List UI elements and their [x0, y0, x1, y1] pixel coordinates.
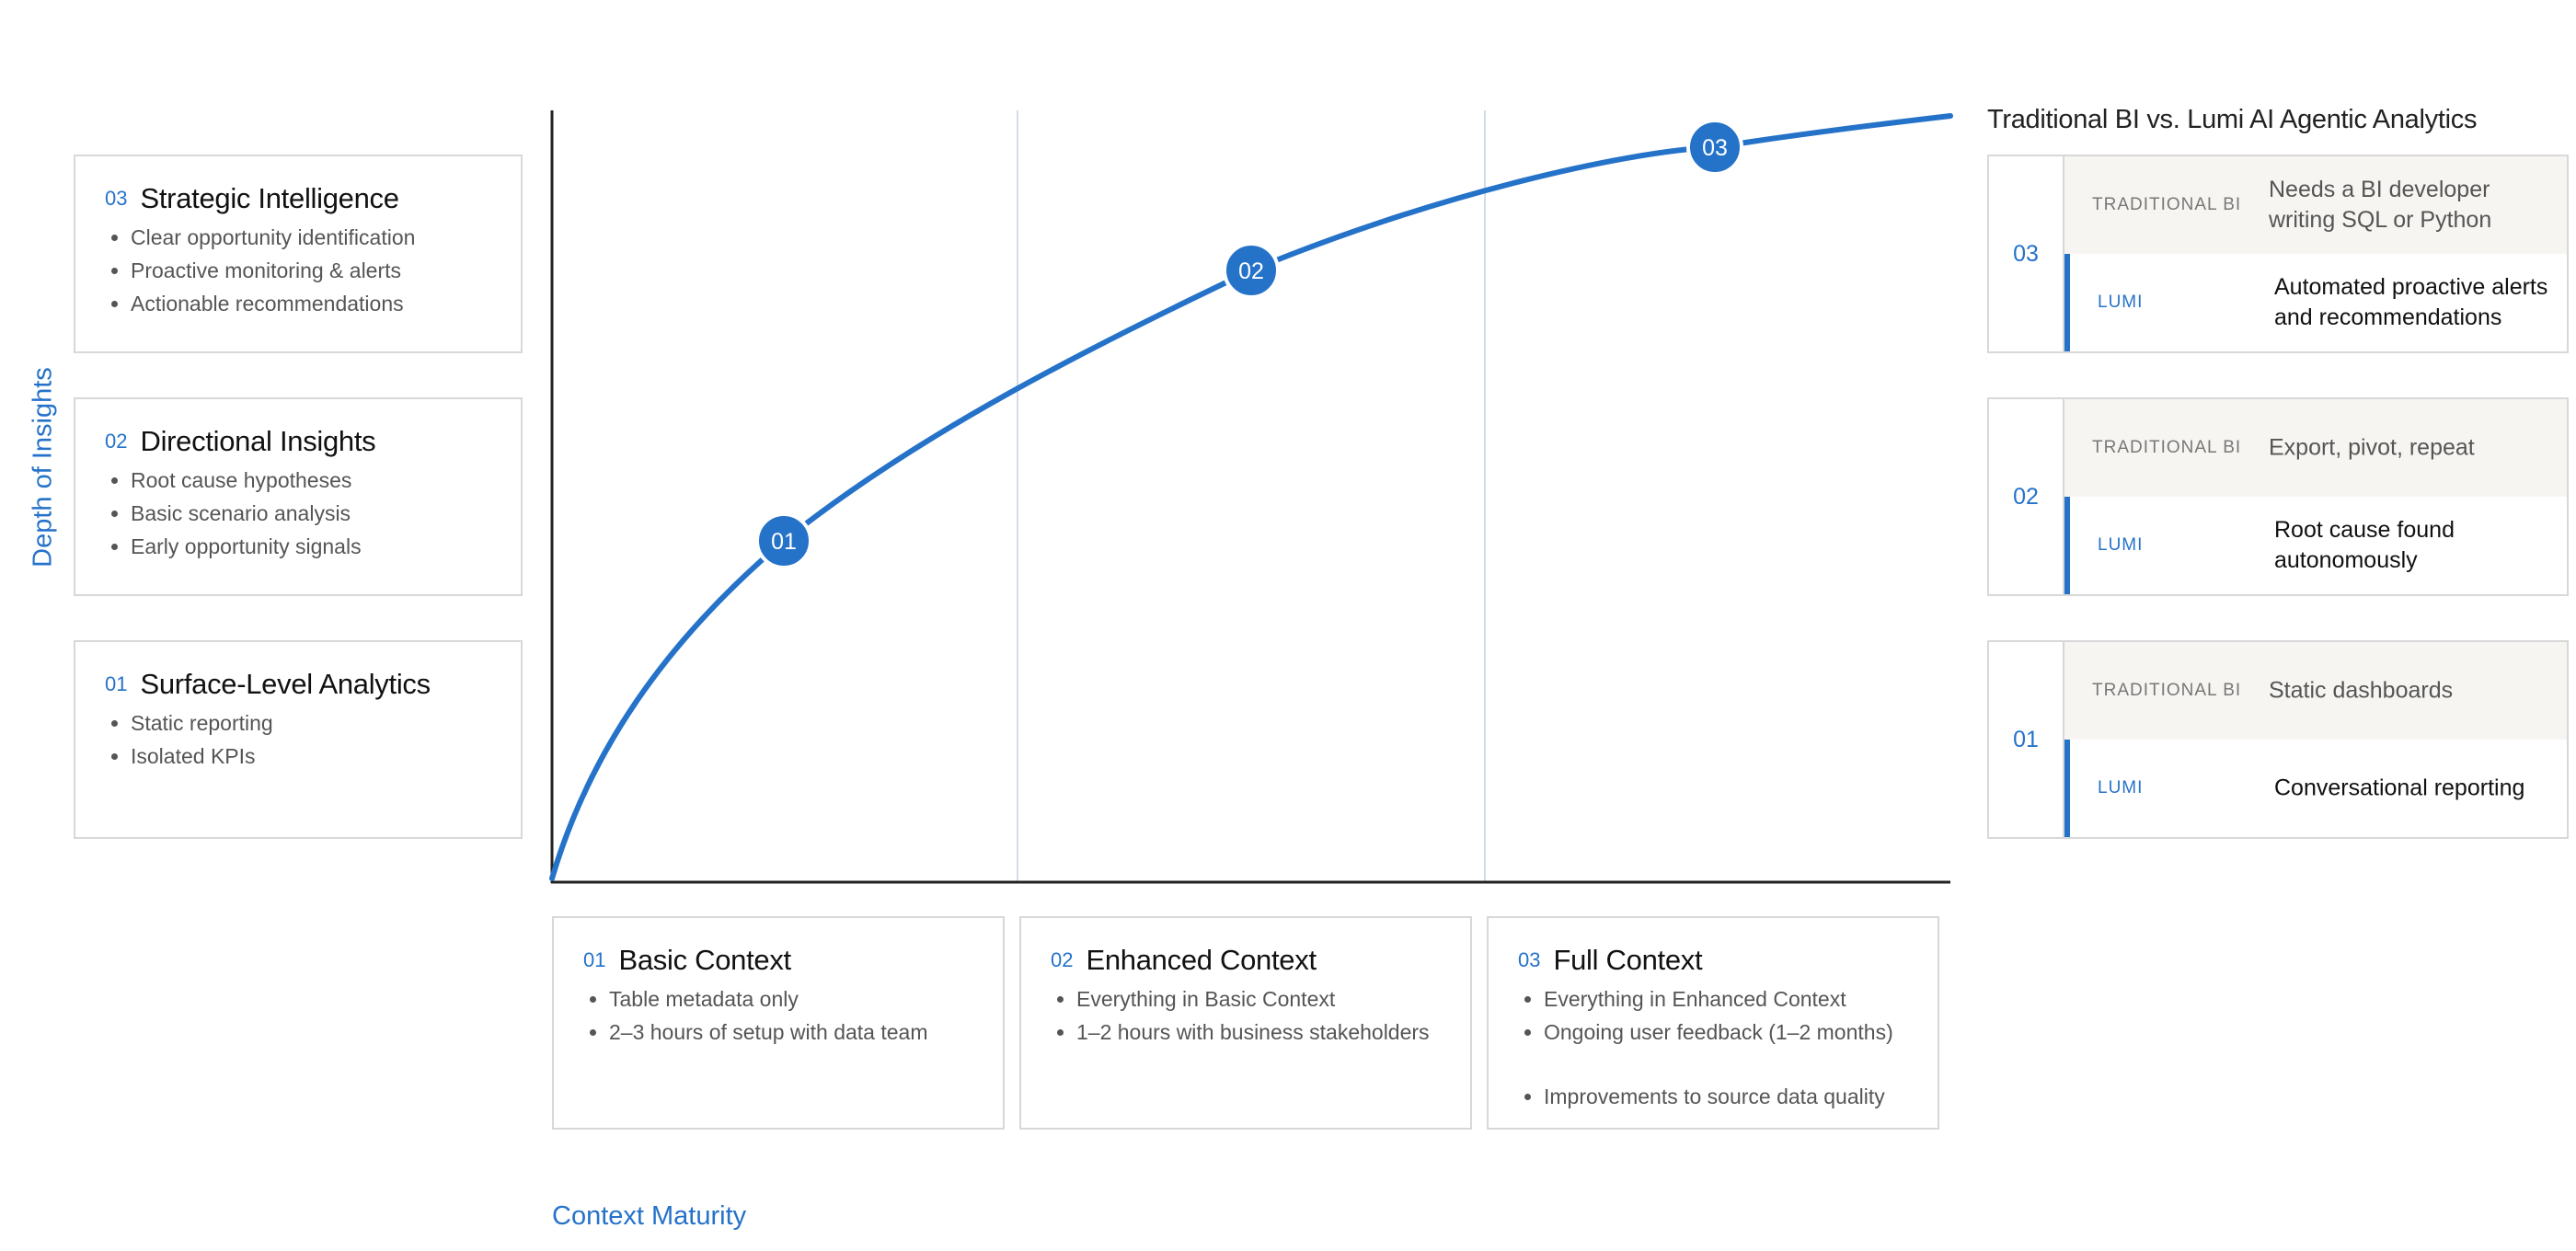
lumi-tag: LUMI: [2098, 293, 2144, 312]
comparison-row-03: 03 TRADITIONAL BI Needs a BI developer w…: [1987, 155, 2569, 353]
insight-bullet: Early opportunity signals: [131, 530, 362, 563]
curve-marker-02: 02: [1223, 242, 1280, 299]
curve-marker-01: 01: [755, 512, 812, 569]
lumi-row: LUMI Automated proactive alerts and reco…: [2064, 254, 2567, 351]
curve-marker-03: 03: [1686, 119, 1743, 176]
insight-bullet: Proactive monitoring & alerts: [131, 254, 415, 287]
context-bullet: 2–3 hours of setup with data team: [609, 1016, 928, 1049]
context-card-full: 03 Full Context Everything in Enhanced Co…: [1487, 916, 1939, 1130]
insight-level-number: 01: [105, 672, 128, 695]
insight-bullet: Clear opportunity identification: [131, 221, 415, 254]
context-level-title: Enhanced Context: [1086, 944, 1317, 976]
context-level-number: 02: [1051, 948, 1074, 971]
insight-level-title: Strategic Intelligence: [140, 182, 399, 214]
comparison-title: Traditional BI vs. Lumi AI Agentic Analy…: [1987, 105, 2478, 134]
insight-bullet: Isolated KPIs: [131, 740, 273, 773]
insight-bullet: Root cause hypotheses: [131, 464, 362, 497]
context-card-enhanced: 02 Enhanced Context Everything in Basic C…: [1019, 916, 1472, 1130]
lumi-tag: LUMI: [2098, 778, 2144, 798]
lumi-accent-bar: [2064, 254, 2070, 351]
x-axis-label: Context Maturity: [552, 1201, 747, 1231]
comparison-level-number: 03: [1989, 156, 2064, 351]
context-bullet: Ongoing user feedback (1–2 months): [1544, 1016, 1893, 1049]
traditional-bi-tag: TRADITIONAL BI: [2092, 438, 2242, 457]
insight-level-title: Directional Insights: [140, 425, 376, 457]
lumi-accent-bar: [2064, 497, 2070, 594]
context-level-number: 01: [583, 948, 606, 971]
traditional-bi-row: TRADITIONAL BI Static dashboards: [2064, 642, 2567, 741]
traditional-bi-text: Static dashboards: [2269, 677, 2454, 704]
context-bullet: Improvements to source data quality: [1544, 1080, 1893, 1113]
context-bullet: Table metadata only: [609, 982, 928, 1016]
comparison-row-02: 02 TRADITIONAL BI Export, pivot, repeat …: [1987, 397, 2569, 596]
lumi-row: LUMI Conversational reporting: [2064, 740, 2567, 837]
lumi-accent-bar: [2064, 740, 2070, 837]
comparison-row-01: 01 TRADITIONAL BI Static dashboards LUMI…: [1987, 640, 2569, 839]
context-bullet: 1–2 hours with business stakeholders: [1076, 1016, 1430, 1049]
traditional-bi-text: Needs a BI developer writing SQL or Pyth…: [2269, 177, 2492, 233]
lumi-text: Automated proactive alerts and recommend…: [2274, 274, 2548, 330]
insight-card-surface: 01 Surface-Level Analytics Static reporti…: [74, 640, 523, 839]
context-level-number: 03: [1518, 948, 1541, 971]
insight-card-strategic: 03 Strategic Intelligence Clear opportuni…: [74, 155, 523, 353]
comparison-level-number: 01: [1989, 642, 2064, 837]
insight-level-title: Surface-Level Analytics: [140, 668, 431, 700]
context-card-basic: 01 Basic Context Table metadata only 2–3 …: [552, 916, 1005, 1130]
context-bullet: Everything in Basic Context: [1076, 982, 1430, 1016]
insight-level-number: 03: [105, 187, 128, 210]
curve-marker-label: 03: [1702, 135, 1728, 161]
insight-bullet: Actionable recommendations: [131, 287, 415, 320]
lumi-text: Conversational reporting: [2274, 775, 2525, 801]
maturity-curve: [549, 113, 1953, 881]
traditional-bi-text: Export, pivot, repeat: [2269, 434, 2475, 461]
lumi-row: LUMI Root cause found autonomously: [2064, 497, 2567, 594]
curve-marker-label: 01: [771, 529, 797, 555]
insight-level-number: 02: [105, 430, 128, 453]
comparison-level-number: 02: [1989, 399, 2064, 594]
context-bullet: Everything in Enhanced Context: [1544, 982, 1893, 1016]
traditional-bi-row: TRADITIONAL BI Needs a BI developer writ…: [2064, 156, 2567, 256]
curve-marker-label: 02: [1238, 258, 1264, 284]
insight-bullet: Basic scenario analysis: [131, 497, 362, 530]
insight-bullet: Static reporting: [131, 706, 273, 740]
traditional-bi-tag: TRADITIONAL BI: [2092, 681, 2242, 700]
context-level-title: Basic Context: [618, 944, 791, 976]
traditional-bi-tag: TRADITIONAL BI: [2092, 195, 2242, 214]
traditional-bi-row: TRADITIONAL BI Export, pivot, repeat: [2064, 399, 2567, 499]
lumi-text: Root cause found autonomously: [2274, 517, 2455, 573]
insight-card-directional: 02 Directional Insights Root cause hypoth…: [74, 397, 523, 596]
lumi-tag: LUMI: [2098, 535, 2144, 555]
context-level-title: Full Context: [1553, 944, 1703, 976]
